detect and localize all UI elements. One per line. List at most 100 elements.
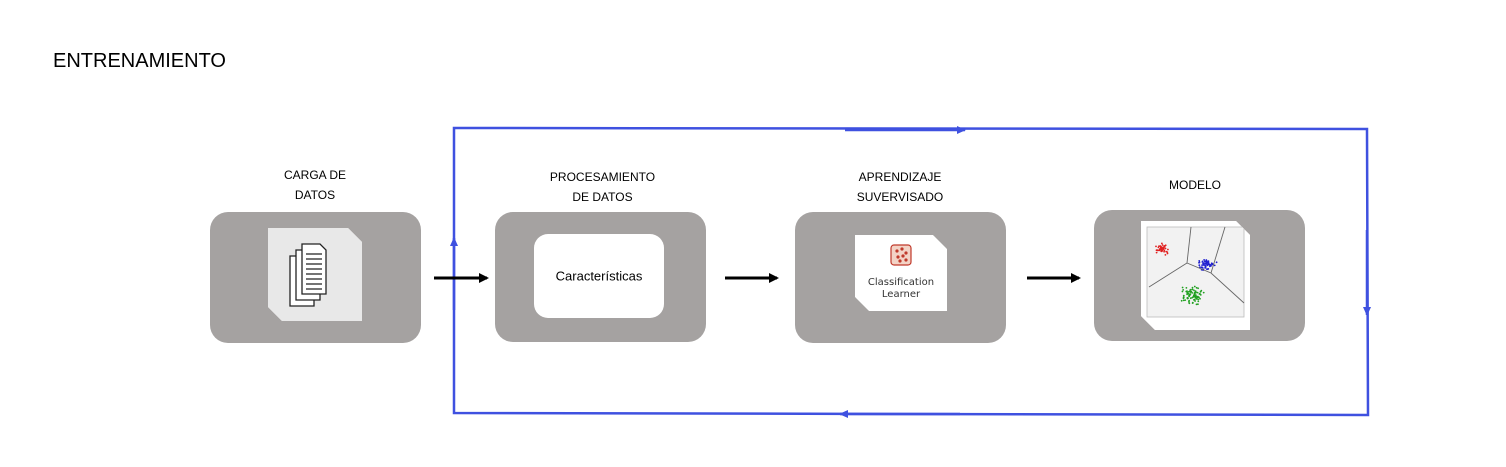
stage-label-aprendizaje: APRENDIZAJE SUVERVISADO [856,170,944,204]
scatter-dot [1214,265,1216,267]
scatter-dot [1201,264,1203,266]
scatter-dot [1183,297,1185,299]
scatter-dot [1204,264,1206,266]
scatter-dot [1192,289,1194,291]
scatter-dot [1188,302,1190,304]
scatter-dot [1187,297,1189,299]
documents-tile [268,228,362,321]
feedback-loop [452,126,1370,417]
stage-box-procesamiento: Características [495,212,706,342]
scatter-dot [1159,249,1161,251]
scatter-dot [1203,292,1205,294]
scatter-dot [1193,295,1195,297]
scatter-dot [1165,248,1167,250]
scatter-dot [1188,294,1190,296]
scatter-dot [1196,296,1198,298]
stage-box-modelo [1094,210,1305,341]
scatter-dot [1199,266,1201,268]
scatter-dot [1202,261,1204,263]
scatter-dot [1205,266,1207,268]
scatter-dot [1216,261,1218,263]
scatter-dot [1193,299,1195,301]
scatter-dot [1163,249,1165,251]
scatter-dot [1200,290,1202,292]
scatter-dot [1194,286,1196,288]
stage-box-aprendizaje: Classification Learner [795,212,1006,343]
classification-learner-label: Classification Learner [867,277,935,300]
scatter-dot [1205,259,1207,261]
scatter-dot [1156,252,1158,254]
scatter-plot-icon [1141,221,1250,330]
scatter-dot [1189,290,1191,292]
stage-label-procesamiento: PROCESAMIENTO DE DATOS [549,170,656,204]
diagram-title: ENTRENAMIENTO [53,50,226,72]
stage-box-carga [210,212,421,343]
scatter-dot [1184,299,1186,301]
scatter-dot [1190,297,1192,299]
scatter-dot [1165,254,1167,256]
scatter-dot [1167,249,1169,251]
scatter-dot [1202,263,1204,265]
scatter-dot [1199,298,1201,300]
scatter-dot [1188,301,1190,303]
scatter-dot [1161,250,1163,252]
scatter-dot [1182,287,1184,289]
scatter-dot [1195,298,1197,300]
scatter-dot [1156,249,1158,251]
scatter-dot [1194,300,1196,302]
scatter-dot [1200,294,1202,296]
scatter-dot [1196,304,1198,306]
scatter-dot [1196,287,1198,289]
scatter-dot [1158,247,1160,249]
scatter-dot [1210,265,1212,267]
scatter-dot [1163,251,1165,253]
scatter-dot [1159,245,1161,247]
scatter-dot [1197,303,1199,305]
scatter-dot [1186,291,1188,293]
classification-learner-tile: Classification Learner [855,235,947,311]
scatter-dot [1207,268,1209,270]
scatter-dot [1186,287,1188,289]
scatter-dot [1207,261,1209,263]
model-tile [1141,221,1250,330]
scatter-dot [1183,300,1185,302]
classification-learner-icon [855,235,947,275]
scatter-dot [1204,263,1206,265]
scatter-dot [1182,289,1184,291]
stage-label-carga: CARGA DE DATOS [283,168,346,202]
scatter-dot [1167,253,1169,255]
scatter-dot [1165,244,1167,246]
scatter-dot [1199,261,1201,263]
scatter-dot [1182,291,1184,293]
stage-label-modelo: MODELO [1168,178,1221,192]
scatter-dot [1162,244,1164,246]
scatter-dot [1190,293,1192,295]
scatter-dot [1191,297,1193,299]
scatter-dot [1198,264,1200,266]
scatter-dot [1195,296,1197,298]
scatter-dot [1166,251,1168,253]
scatter-dot [1192,302,1194,304]
scatter-dot [1191,292,1193,294]
scatter-dot [1155,246,1157,248]
documents-icon [268,228,362,321]
scatter-dot [1212,263,1214,265]
scatter-dot [1183,295,1185,297]
scatter-dot [1198,260,1200,262]
scatter-dot [1161,243,1163,245]
scatter-dot [1162,249,1164,251]
scatter-dot [1163,245,1165,247]
scatter-dot [1201,266,1203,268]
scatter-dot [1193,290,1195,292]
scatter-dot [1197,299,1199,301]
scatter-dot [1197,287,1199,289]
caracteristicas-text: Características [555,268,643,284]
scatter-dot [1161,247,1163,249]
scatter-dot [1199,293,1201,295]
scatter-dot [1203,259,1205,261]
scatter-dot [1206,264,1208,266]
scatter-dot [1181,300,1183,302]
scatter-dot [1197,292,1199,294]
scatter-dot [1192,287,1194,289]
